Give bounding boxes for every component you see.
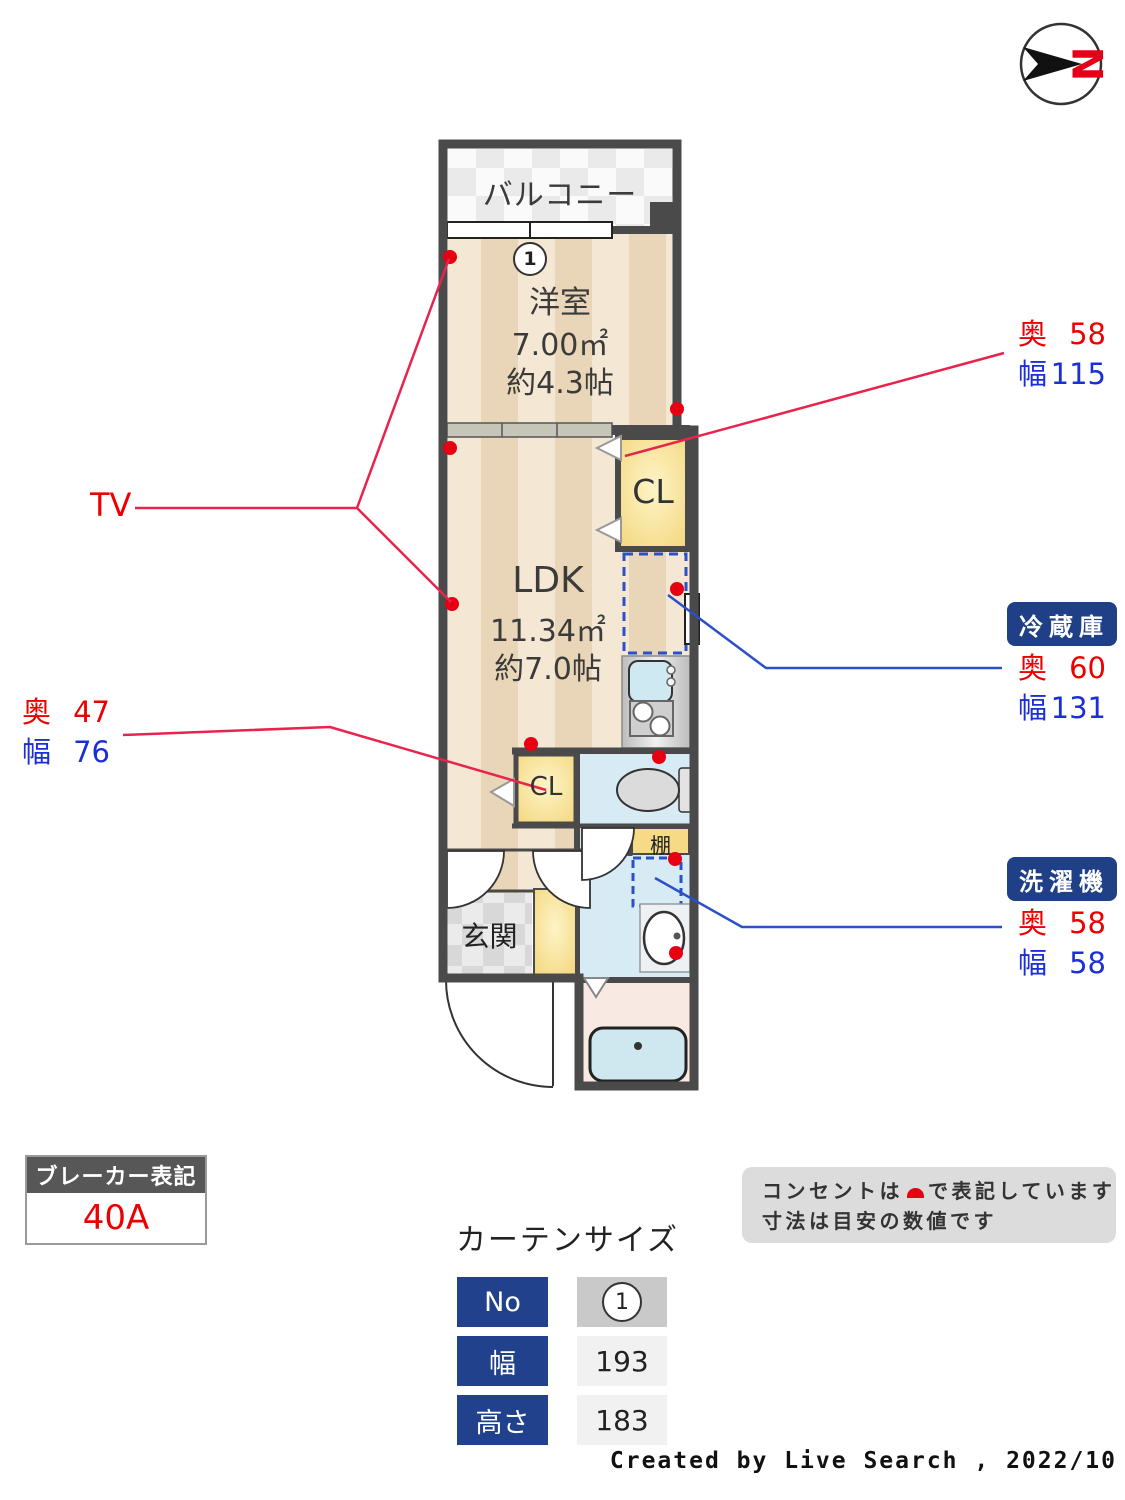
compass-north-label: N [1063, 46, 1112, 81]
entrance-door [445, 979, 554, 1088]
depth-value: 58 [1069, 317, 1106, 351]
outlet-markers [443, 250, 684, 960]
curtain-row-height-label: 高さ [457, 1395, 548, 1445]
balcony-window [446, 221, 613, 239]
compass: N [1019, 22, 1112, 106]
closet-upper-label: CL [632, 472, 674, 511]
width-label: 幅 [1018, 691, 1048, 725]
red-leader-lines [122, 258, 1005, 792]
western-room-name: 洋室 [529, 285, 591, 321]
curtain-table-title: カーテンサイズ [455, 1223, 680, 1258]
depth-label: 奥 [1018, 651, 1048, 685]
fridge-dimensions: 奥 60 幅 131 [1018, 652, 1106, 725]
width-label: 幅 [1018, 357, 1048, 391]
bathroom [579, 977, 692, 1084]
curtain-row-width-value: 193 [577, 1336, 667, 1386]
notes-box: コンセントはで表記しています 寸法は目安の数値です [742, 1167, 1116, 1243]
door-direction-triangles [489, 434, 622, 808]
door-swings [446, 827, 635, 909]
entrance-label: 玄関 [461, 920, 518, 953]
note-line-2: 寸法は目安の数値です [762, 1209, 997, 1233]
outlet-icon [907, 1188, 924, 1198]
window-number-badge: 1 [513, 242, 547, 276]
compass-needle [1023, 47, 1082, 81]
depth-value: 58 [1069, 906, 1106, 940]
stove [629, 700, 674, 737]
depth-value: 60 [1069, 651, 1106, 685]
note-line1-suffix: で表記しています [928, 1179, 1116, 1203]
depth-label: 奥 [1018, 317, 1048, 351]
western-room-floor [448, 232, 673, 426]
shelf-label: 棚 [650, 834, 671, 858]
depth-label: 奥 [1018, 906, 1048, 940]
washer-dimensions: 奥 58 幅 58 [1018, 907, 1106, 980]
width-value: 131 [1050, 691, 1106, 725]
breaker-value: 40A [82, 1198, 150, 1238]
closet-lower-dimensions: 奥 47 幅 76 [22, 696, 110, 769]
western-room-area-tatami: 約4.3帖 [506, 366, 614, 401]
balcony-floor [448, 149, 673, 228]
depth-value: 47 [73, 695, 110, 729]
width-value: 76 [73, 735, 110, 769]
door-fold-indicator [582, 977, 610, 999]
outer-walls [438, 139, 699, 1091]
toilet-fixture [616, 768, 680, 812]
curtain-row-no-label: No [457, 1277, 548, 1327]
curtain-number-badge: 1 [602, 1282, 642, 1322]
note-line1-prefix: コンセントは [762, 1179, 903, 1203]
width-value: 115 [1050, 357, 1106, 391]
toilet-room [578, 754, 696, 824]
breaker-box: ブレーカー表記 40A [25, 1155, 207, 1245]
balcony-label: バルコニー [482, 178, 638, 213]
ldk-area-tatami: 約7.0帖 [494, 652, 602, 687]
credit-text: Created by Live Search , 2022/10 [609, 1448, 1117, 1474]
note-line-1: コンセントはで表記しています [762, 1176, 1112, 1206]
ldk-area-m2: 11.34㎡ [490, 614, 606, 649]
closet-lower-label: CL [529, 772, 563, 802]
blue-leader-lines [654, 593, 1002, 929]
curtain-row-height-value: 183 [577, 1395, 667, 1445]
tv-annotation: TV [90, 486, 132, 524]
ldk-name: LDK [512, 560, 584, 601]
bathtub [588, 1026, 688, 1083]
curtain-row-width-label: 幅 [457, 1336, 548, 1386]
width-label: 幅 [22, 735, 52, 769]
width-label: 幅 [1018, 946, 1048, 980]
depth-label: 奥 [22, 695, 52, 729]
shelf-box [631, 827, 690, 855]
breaker-title: ブレーカー表記 [27, 1157, 205, 1193]
curtain-row-no-value: 1 [577, 1277, 667, 1327]
western-room-area-m2: 7.00㎡ [511, 328, 609, 363]
washer-title-badge: 洗濯機 [1007, 857, 1117, 901]
fridge-title-badge: 冷蔵庫 [1007, 602, 1117, 646]
width-value: 58 [1069, 946, 1106, 980]
closet-upper-dimensions: 奥 58 幅 115 [1018, 318, 1106, 391]
